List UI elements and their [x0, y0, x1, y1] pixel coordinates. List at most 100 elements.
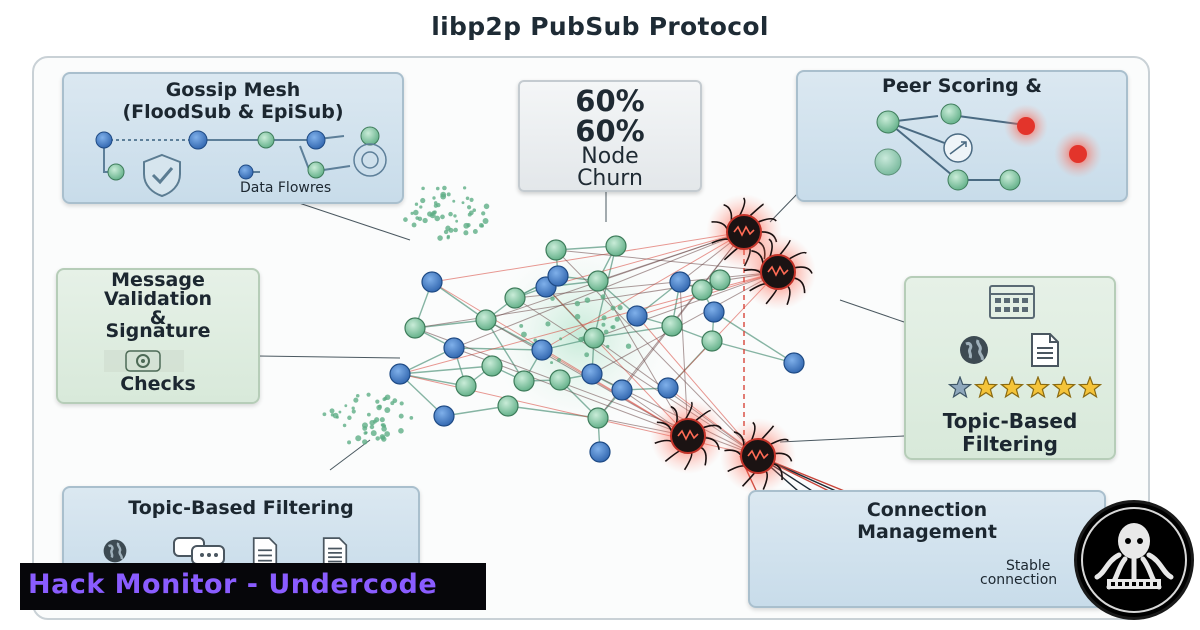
message-particle: [448, 211, 453, 217]
globe-icon: [103, 539, 127, 563]
churn-percent-1: 60%: [575, 84, 645, 118]
malicious-node-tendril: [738, 197, 746, 218]
malicious-node-tendril: [760, 425, 775, 441]
message-particle: [347, 415, 352, 421]
panel-connector: [329, 439, 371, 471]
peer-scoring-title: Peer Scoring &: [882, 75, 1042, 97]
message-particle: [419, 205, 423, 209]
message-particle: [601, 315, 607, 321]
message-particle: [379, 417, 385, 423]
mesh-edge: [485, 319, 525, 382]
green-peer-node: [545, 239, 567, 261]
message-particle: [414, 202, 419, 206]
message-particle: [383, 424, 387, 428]
green-peer-node: [455, 375, 477, 397]
blue-peer-node: [611, 379, 633, 401]
mesh-edge: [443, 405, 509, 417]
star-icon: [947, 376, 1103, 399]
malicious-node-tendril: [748, 203, 764, 218]
message-particle: [574, 313, 581, 320]
message-particle: [384, 431, 391, 437]
malicious-node-tendril: [773, 452, 793, 462]
message-particle: [610, 305, 616, 311]
message-particle: [472, 208, 477, 212]
globe-icon: [960, 336, 988, 364]
message-particle: [440, 214, 445, 220]
message-particle: [445, 225, 451, 231]
message-particle: [381, 426, 387, 432]
message-particle: [601, 322, 606, 327]
validation-title-4: Signature: [105, 320, 211, 342]
malicious-node-tendril: [701, 424, 722, 430]
calendar-icon: [989, 285, 1035, 319]
malicious-node-tendril: [703, 437, 720, 450]
stable-connection-label-1: Stable: [1006, 558, 1051, 574]
blue-peer-node: [783, 352, 805, 374]
rating-star: [1051, 376, 1077, 399]
rating-star: [1025, 376, 1051, 399]
diagram-title: libp2p PubSub Protocol: [431, 12, 769, 41]
document-icon: [322, 537, 348, 567]
green-peer-node: [583, 327, 605, 349]
panel-connector: [779, 435, 905, 443]
rating-star: [1077, 376, 1103, 399]
message-particle: [611, 324, 616, 330]
message-particles: [322, 185, 632, 445]
validation-title-1: Message: [111, 269, 205, 291]
message-particle: [443, 229, 449, 235]
message-particle: [347, 440, 352, 445]
blue-peer-node: [421, 271, 443, 293]
green-peer-node: [691, 279, 713, 301]
message-particle: [463, 230, 469, 236]
malicious-node-tendril: [694, 409, 711, 423]
octopus-logo: [1074, 500, 1194, 620]
message-particle: [381, 436, 387, 442]
rating-star: [999, 376, 1025, 399]
message-particle: [521, 331, 527, 338]
document-icon: [1031, 333, 1059, 367]
message-particle: [519, 323, 524, 328]
message-validation-panel: Message Validation & Signature Checks: [56, 268, 260, 404]
message-particle: [437, 235, 443, 241]
stable-connection-label-2: connection: [980, 572, 1058, 588]
message-particle: [584, 297, 591, 303]
message-particle: [398, 413, 404, 419]
malicious-node-tendril: [684, 401, 693, 421]
blue-peer-node: [581, 363, 603, 385]
document-icon: [252, 537, 278, 567]
message-particle: [353, 397, 359, 403]
message-particle: [455, 219, 459, 223]
message-particle: [355, 435, 362, 442]
gossip-mesh-panel: Gossip Mesh (FloodSub & EpiSub) Data Flo…: [62, 72, 404, 204]
message-particle: [469, 210, 474, 216]
blue-peer-node: [657, 377, 679, 399]
message-particle: [442, 185, 447, 191]
mesh-edge: [593, 245, 617, 339]
validation-title-2: Validation: [103, 288, 213, 310]
topic-filter-panel-right: Topic-Based Filtering: [904, 276, 1116, 460]
green-peer-node: [475, 309, 497, 331]
message-particle: [435, 186, 440, 191]
message-particle: [453, 214, 457, 218]
green-peer-node: [504, 287, 526, 309]
blue-peer-node: [433, 405, 455, 427]
watermark-banner: Hack Monitor - Undercode: [20, 563, 486, 610]
message-particle: [432, 196, 436, 200]
message-particle: [369, 424, 375, 430]
blue-peer-node: [703, 301, 725, 323]
topic-filter-left-title: Topic-Based Filtering: [128, 497, 354, 519]
blue-peer-node: [626, 305, 648, 327]
malicious-link: [541, 231, 745, 351]
blue-peer-node: [531, 339, 553, 361]
gossip-mesh-title: Gossip Mesh (FloodSub & EpiSub): [122, 79, 344, 123]
panel-connector: [289, 199, 411, 241]
message-particle: [617, 305, 623, 311]
message-particle: [431, 210, 436, 215]
message-particle: [625, 343, 632, 349]
malicious-node-tendril: [756, 218, 777, 224]
topic-filter-right-title: Topic-Based Filtering: [942, 409, 1078, 456]
malicious-node-pulse: [677, 429, 699, 441]
mesh-nodes: [389, 235, 805, 463]
message-particle: [446, 236, 450, 240]
green-peer-node: [481, 355, 503, 377]
